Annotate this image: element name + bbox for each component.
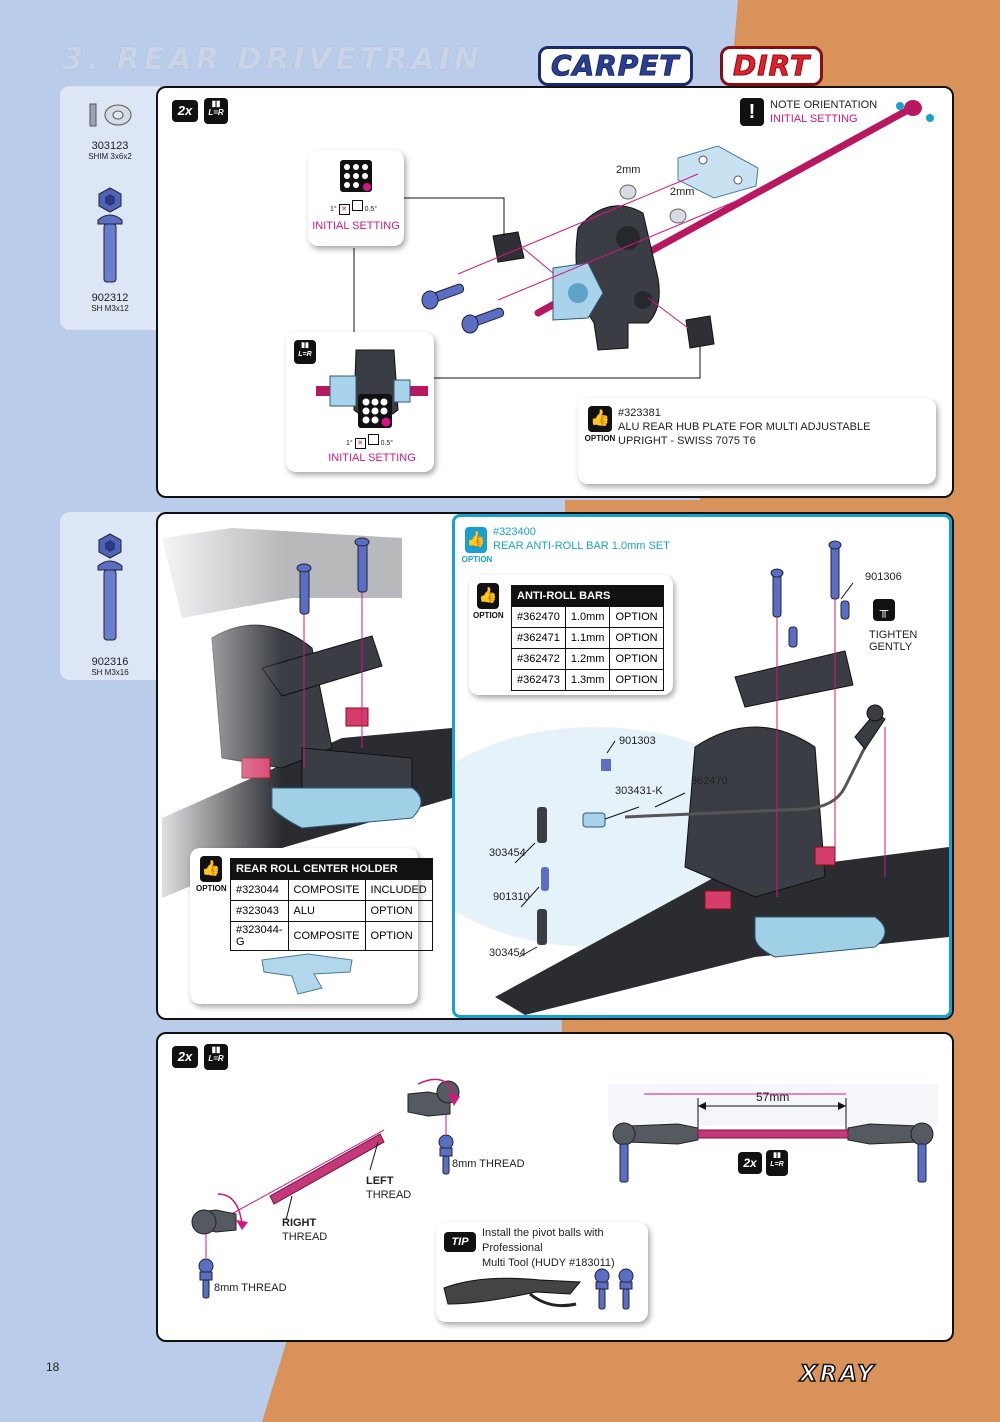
exclamation-icon: !: [740, 98, 764, 126]
tip-badge: TIP: [444, 1232, 476, 1252]
table-header: REAR ROLL CENTER HOLDER: [230, 858, 433, 880]
note: NOTE ORIENTATION INITIAL SETTING: [770, 99, 878, 125]
step3-panel: 2x ▮▮ L=R 8m: [156, 1032, 954, 1342]
tip-text: Install the pivot balls with Professiona…: [482, 1227, 604, 1254]
part-callout: 901303: [619, 735, 656, 747]
part-callout: 901306: [865, 571, 902, 583]
option-label: OPTION: [196, 884, 227, 893]
screw-icon: [97, 187, 123, 283]
step1-panel: 2x ▮▮ L=R: [156, 86, 954, 498]
tighten-icon: ╥: [873, 599, 895, 621]
step2-parts-bin: 902316 SH M3x16: [60, 512, 160, 680]
antiroll-option-panel: 👍 OPTION #323400 REAR ANTI-ROLL BAR 1.0m…: [452, 514, 952, 1018]
dimension-label: 2mm: [616, 164, 641, 176]
thread-label: 8mm THREAD: [452, 1158, 525, 1170]
setting-grid-icon: [340, 160, 372, 192]
option-hub-plate-callout: 👍 OPTION #323381 ALU REAR HUB PLATE FOR …: [578, 398, 936, 484]
part-number: 902312: [91, 292, 129, 304]
part-number: 303123: [91, 140, 129, 152]
option-description: UPRIGHT - SWISS 7075 T6: [618, 435, 756, 447]
dirt-badge: DIRT: [720, 46, 824, 86]
quantity-badge: 2x: [172, 100, 198, 122]
setting-label: INITIAL SETTING: [328, 452, 416, 464]
thumbs-up-icon: 👍: [465, 527, 487, 553]
brand-logo: XRAY: [799, 1361, 877, 1388]
tip-text: Multi Tool (HUDY #183011): [482, 1257, 615, 1269]
option-label: OPTION: [461, 555, 493, 564]
roll-center-callout: 👍 OPTION REAR ROLL CENTER HOLDER #323044…: [190, 848, 433, 1004]
part-callout: 362470: [691, 775, 728, 787]
part-callout: 303454: [489, 947, 526, 959]
table-header: ANTI-ROLL BARS: [511, 585, 664, 607]
left-right-icon: ▮▮ L=R: [204, 98, 228, 124]
screw-icon: [97, 533, 123, 641]
step1-parts-bin: 303123 SHIM 3x6x2 902312 SH M3x12: [60, 86, 160, 330]
thread-label: THREAD: [366, 1189, 412, 1201]
thumbs-up-icon: 👍: [200, 856, 222, 882]
roll-center-holder-image: [261, 953, 353, 995]
tighten-gently-label: TIGHTEN GENTLY: [869, 629, 918, 653]
thread-label: THREAD: [282, 1231, 328, 1243]
left-right-icon: ▮▮ L=R: [766, 1150, 788, 1176]
left-right-icon: ▮▮ L=R: [294, 340, 316, 364]
setting-option-1: 1°: [330, 206, 337, 213]
option-label: OPTION: [584, 434, 616, 443]
tip-callout: TIP Install the pivot balls with Profess…: [436, 1222, 648, 1322]
dimension-label: 57mm: [756, 1090, 790, 1104]
carpet-badge: CARPET: [538, 46, 693, 86]
part-callout: 303454: [489, 847, 526, 859]
checked-box-icon: ✕: [338, 204, 350, 215]
thread-label: 8mm THREAD: [214, 1282, 287, 1294]
unchecked-box-icon: [351, 200, 363, 211]
page-number: 18: [46, 1360, 60, 1374]
setting-option-2: 0.5°: [364, 206, 378, 213]
left-right-icon: ▮▮ L=R: [204, 1044, 228, 1070]
right-thread-label: RIGHT: [282, 1217, 317, 1229]
part-name: SH M3x12: [91, 304, 129, 313]
thumbs-up-icon: 👍: [477, 583, 499, 609]
part-callout: 901310: [493, 891, 530, 903]
setting-option-1: 1°: [346, 440, 353, 447]
multi-tool-image: [443, 1268, 634, 1310]
part-name: SH M3x16: [91, 668, 129, 677]
antiroll-bar-drawing: [455, 540, 949, 1015]
part-callout: 303431-K: [615, 785, 663, 797]
option-description: REAR ANTI-ROLL BAR 1.0mm SET: [493, 540, 670, 552]
quantity-badge: 2x: [172, 1046, 198, 1068]
unchecked-box-icon: [367, 434, 379, 445]
initial-setting-callout-top: 1° ✕ 0.5° INITIAL SETTING: [308, 150, 404, 246]
setting-label: INITIAL SETTING: [312, 220, 400, 232]
setting-option-2: 0.5°: [380, 440, 394, 447]
page-title: 3. REAR DRIVETRAIN: [62, 42, 483, 77]
initial-setting-callout-bottom: ▮▮ L=R 1° ✕ 0.5° INITIAL SETTING: [286, 332, 434, 472]
option-part-number: #323400: [493, 526, 536, 538]
shim-icon: [89, 103, 132, 127]
part-name: SHIM 3x6x2: [88, 152, 132, 161]
quantity-badge: 2x: [738, 1152, 762, 1174]
option-label: OPTION: [473, 611, 504, 620]
left-thread-label: LEFT: [366, 1175, 394, 1187]
option-description: ALU REAR HUB PLATE FOR MULTI ADJUSTABLE: [618, 421, 871, 433]
thumbs-up-icon: 👍: [588, 406, 612, 432]
option-part-number: #323381: [618, 407, 661, 419]
turnbuckle-drawing: [191, 1078, 938, 1299]
upright-setting-drawing: [316, 349, 428, 428]
checked-box-icon: ✕: [354, 438, 366, 449]
dimension-label: 2mm: [670, 186, 695, 198]
step2-panel: 👍 OPTION REAR ROLL CENTER HOLDER #323044…: [156, 512, 954, 1020]
part-number: 902316: [91, 656, 129, 668]
